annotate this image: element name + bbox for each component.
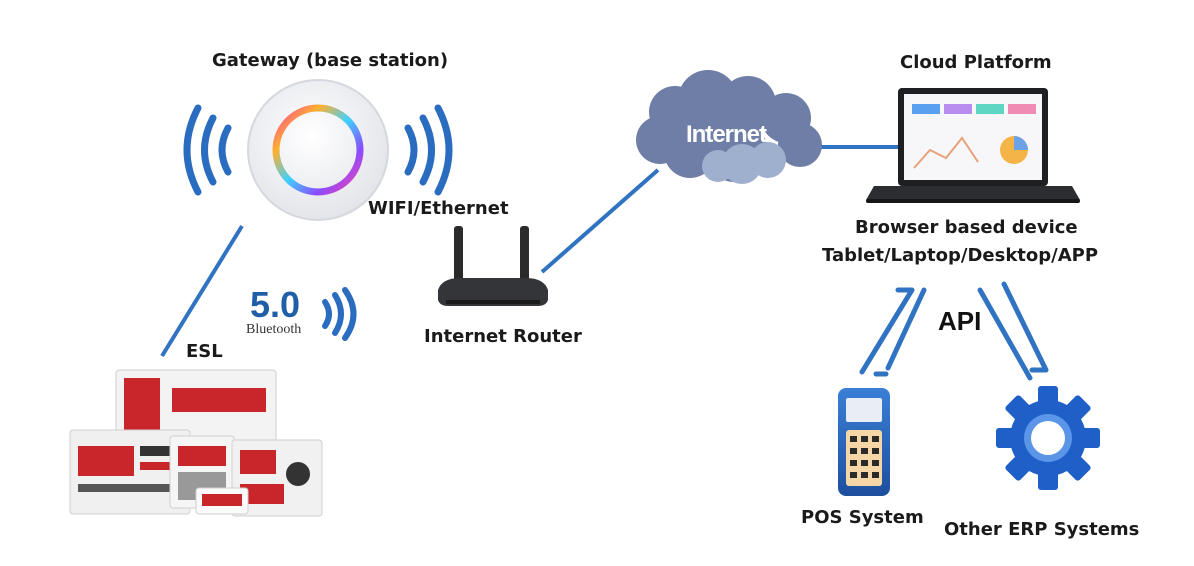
laptop-icon [866,88,1080,203]
router-icon [438,226,548,306]
wifi-waves-icon [183,104,453,196]
api-label: API [938,306,982,336]
router-to-internet-line [540,168,660,274]
erp-label: Other ERP Systems [944,519,1140,540]
browser-device-label: Browser based device [855,217,1078,238]
gear-icon [996,386,1100,490]
internet-cloud-icon [636,70,822,184]
esl-label: ESL [186,341,223,362]
gateway-device-icon [247,79,389,221]
pos-label: POS System [801,507,924,528]
internet-label: Internet [686,121,767,148]
pos-terminal-icon [838,388,890,496]
wifi-ethernet-label: WIFI/Ethernet [368,198,509,219]
bluetooth-waves-icon [322,287,357,341]
connection-lines [160,145,898,358]
gateway-to-esl-line [160,224,244,358]
gateway-label: Gateway (base station) [212,50,449,71]
browser-device-types-label: Tablet/Laptop/Desktop/APP [822,245,1099,266]
api-arrows-icon [859,281,1049,381]
bluetooth-version-label: 5.0 [250,284,301,325]
cloud-platform-label: Cloud Platform [900,52,1052,73]
bluetooth-word-label: Bluetooth [246,322,302,337]
router-label: Internet Router [424,326,582,347]
esl-labels-image [69,369,323,517]
